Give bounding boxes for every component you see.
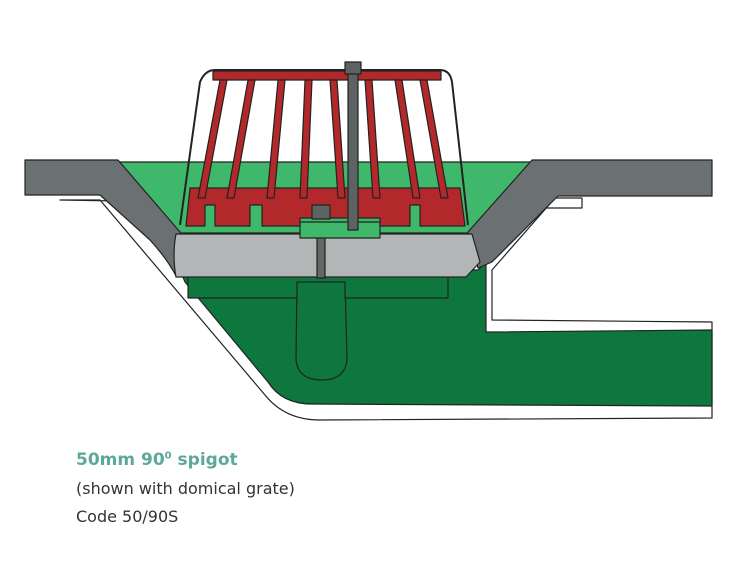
- roof-outlet-diagram: [24, 61, 713, 421]
- grate-bar: [329, 79, 346, 199]
- grate-bar: [266, 79, 286, 199]
- grate-bar: [394, 79, 421, 199]
- grate-bar: [226, 79, 256, 199]
- grate-top-ring: [212, 70, 442, 81]
- product-code: Code 50/90S: [76, 507, 179, 526]
- grate-bar: [197, 79, 228, 199]
- degree-mark: 0: [164, 450, 172, 462]
- clamp-ring: [173, 233, 481, 278]
- roof-slab-right: [467, 159, 713, 269]
- nut: [311, 204, 331, 220]
- bolt: [347, 69, 359, 231]
- bolt-head: [344, 61, 362, 75]
- spigot-pipe: [295, 279, 348, 381]
- title-text-end: spigot: [171, 450, 238, 470]
- grate-plate: [299, 221, 381, 239]
- grate-bars: [197, 79, 449, 199]
- product-subtitle: (shown with domical grate): [76, 479, 295, 498]
- grate-bar: [364, 79, 381, 199]
- grate-frame: [179, 69, 469, 226]
- body-step: [187, 271, 449, 299]
- title-text: 50mm 90: [76, 450, 165, 470]
- product-title: 50mm 900 spigot: [76, 450, 238, 470]
- threaded-rod: [316, 233, 326, 279]
- grate-bar: [419, 79, 449, 199]
- grate-bar: [299, 79, 313, 199]
